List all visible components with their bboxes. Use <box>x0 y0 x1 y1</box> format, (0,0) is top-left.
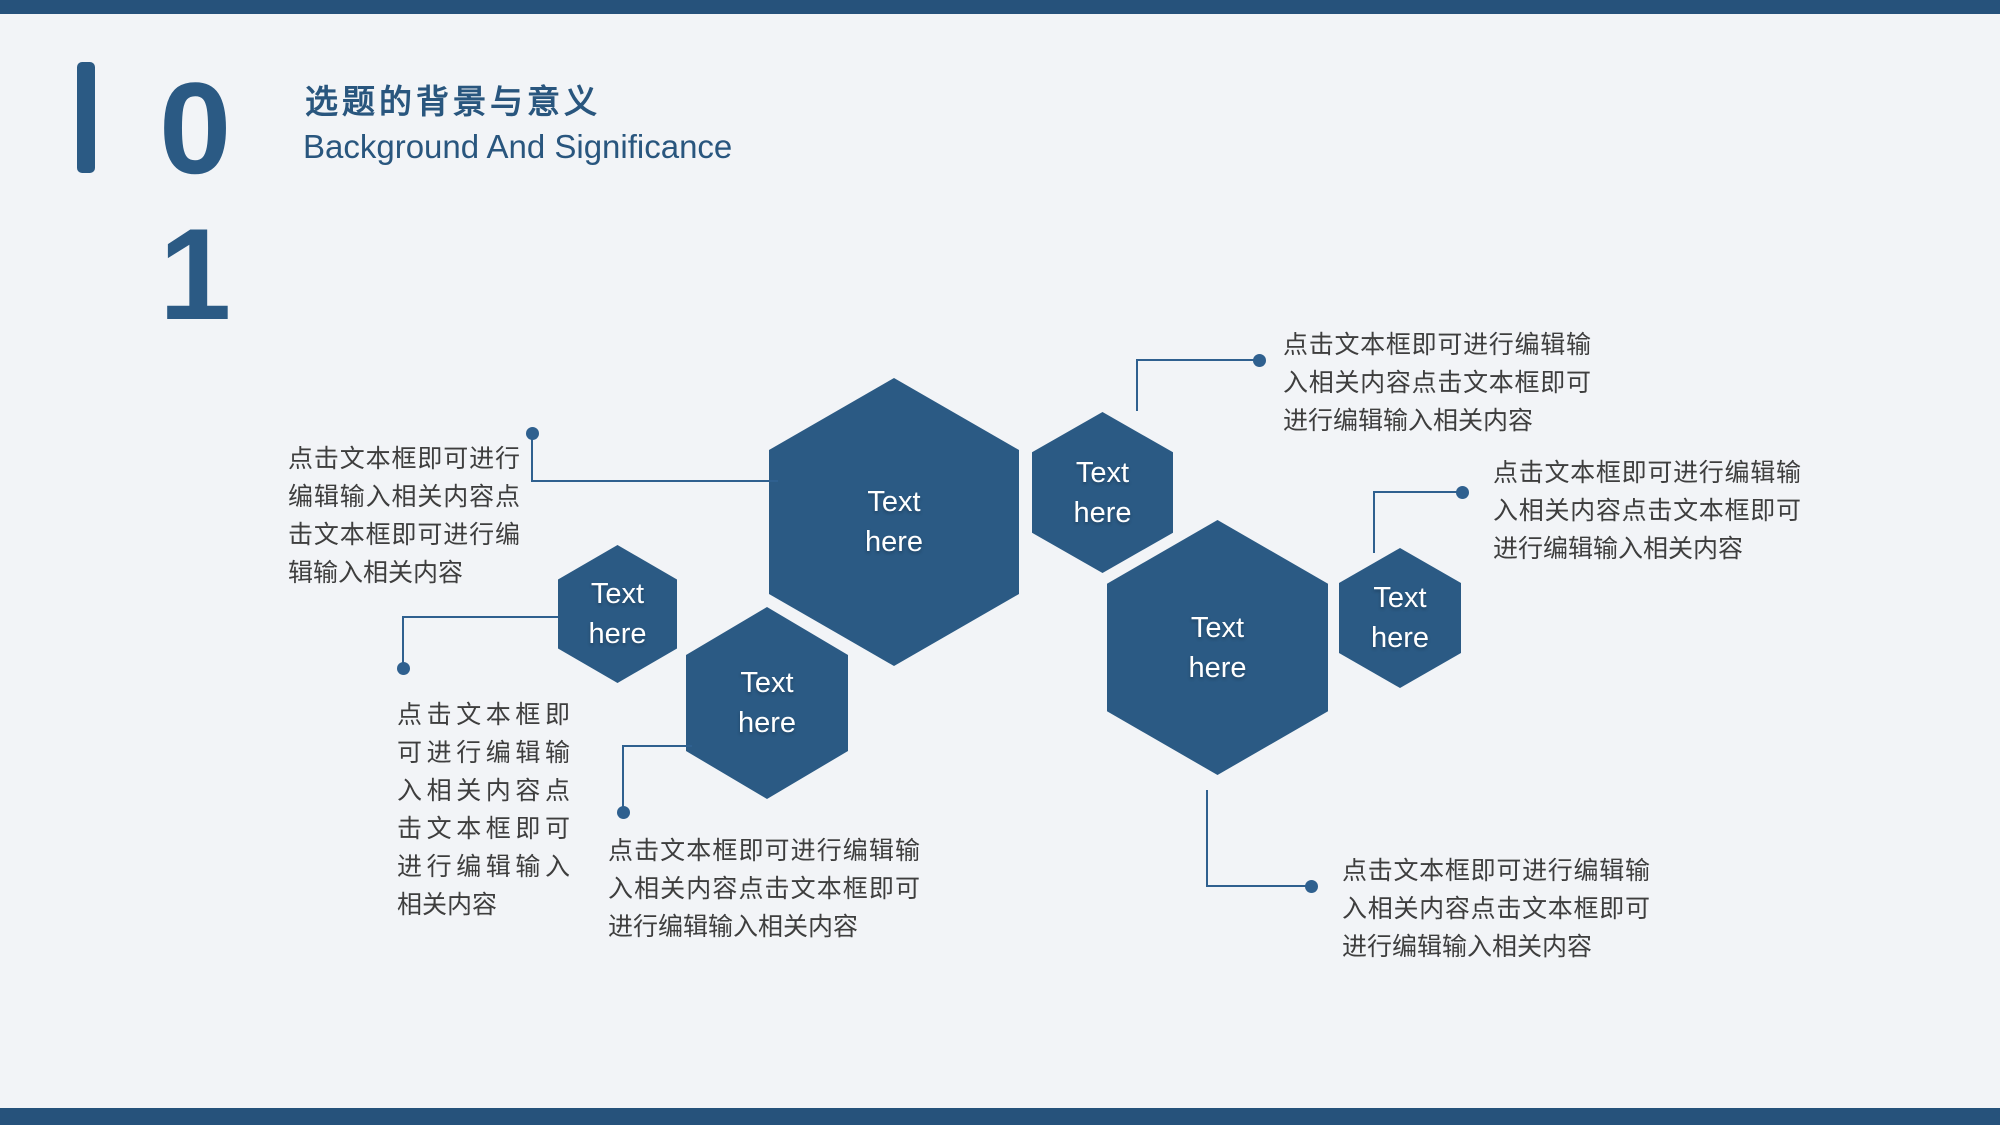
connector-line <box>402 616 404 668</box>
hexagon-label: Text here <box>1188 611 1247 684</box>
hexagon-label: Text here <box>1073 456 1132 529</box>
connector-line <box>1206 885 1308 887</box>
connector-dot <box>617 806 630 819</box>
connector-line <box>622 745 624 811</box>
hexagon-label: Text here <box>864 486 924 558</box>
hexagon-medium-middle[interactable]: Text here <box>686 607 848 799</box>
section-number-line2: 1 <box>159 201 232 347</box>
hexagon-small-middle[interactable]: Text here <box>1032 412 1173 573</box>
callout-top-right[interactable]: 点击文本框即可进行编辑输 入相关内容点击文本框即可 进行编辑输入相关内容 <box>1283 331 1591 435</box>
callout-top-left[interactable]: 点击文本框即可进行 编辑输入相关内容点 击文本框即可进行编 辑输入相关内容 <box>288 445 520 587</box>
section-number: 0 1 <box>159 55 231 347</box>
hexagon-label: Text here <box>588 578 647 650</box>
top-edge-bar <box>0 0 2000 14</box>
connector-line <box>1373 491 1459 493</box>
hexagon-small-right[interactable]: Text here <box>1339 548 1461 688</box>
connector-dot <box>1456 486 1469 499</box>
section-number-line1: 0 <box>159 55 232 201</box>
connector-dot <box>397 662 410 675</box>
connector-line <box>402 616 558 618</box>
connector-line <box>1136 359 1138 411</box>
bottom-edge-bar <box>0 1108 2000 1125</box>
hexagon-label: Text here <box>737 667 797 739</box>
connector-line <box>531 480 778 482</box>
hexagon-small-left[interactable]: Text here <box>558 545 677 683</box>
connector-line <box>1136 359 1256 361</box>
page-subtitle: Background And Significance <box>303 128 733 165</box>
hexagon-big-left[interactable]: Text here <box>769 378 1019 666</box>
hexagon-label: Text here <box>1370 582 1430 654</box>
section-number-accent-bar <box>77 62 95 173</box>
callout-bottom-middle[interactable]: 点击文本框即可进行编辑输 入相关内容点击文本框即可 进行编辑输入相关内容 <box>608 837 920 941</box>
page-title: 选题的背景与意义 <box>305 83 601 120</box>
connector-line <box>622 745 692 747</box>
callout-bottom-right[interactable]: 点击文本框即可进行编辑输 入相关内容点击文本框即可 进行编辑输入相关内容 <box>1342 857 1650 961</box>
connector-dot <box>1305 880 1318 893</box>
callout-middle-right[interactable]: 点击文本框即可进行编辑输 入相关内容点击文本框即可 进行编辑输入相关内容 <box>1493 459 1801 563</box>
connector-dot <box>1253 354 1266 367</box>
connector-line <box>1373 491 1375 553</box>
callout-bottom-left[interactable]: 点击文本框即 可进行编辑输 入相关内容点 击文本框即可 进行编辑输入 相关内容 <box>397 701 570 919</box>
hexagon-big-right[interactable]: Text here <box>1107 520 1328 775</box>
connector-line <box>1206 790 1208 887</box>
connector-line <box>531 433 533 482</box>
